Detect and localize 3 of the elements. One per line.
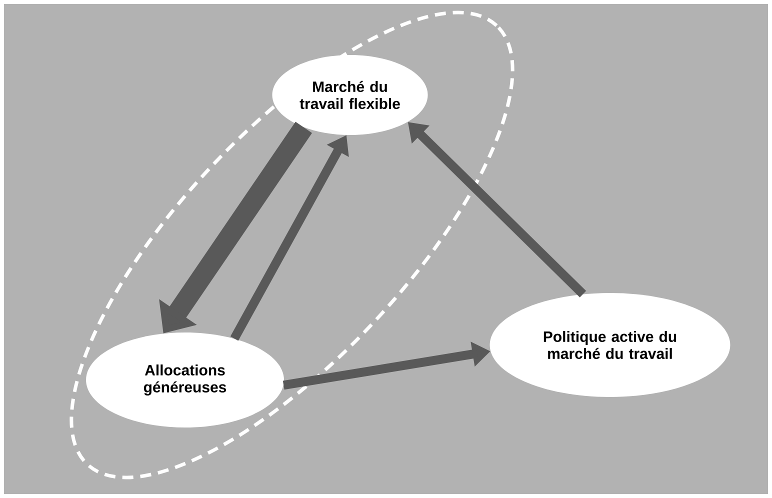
ellipse-node: Marché du travail flexible <box>272 55 428 135</box>
ellipse-node: Allocations généreuses <box>86 332 284 428</box>
ellipse-node: Politique active du marché du travail <box>490 292 730 397</box>
